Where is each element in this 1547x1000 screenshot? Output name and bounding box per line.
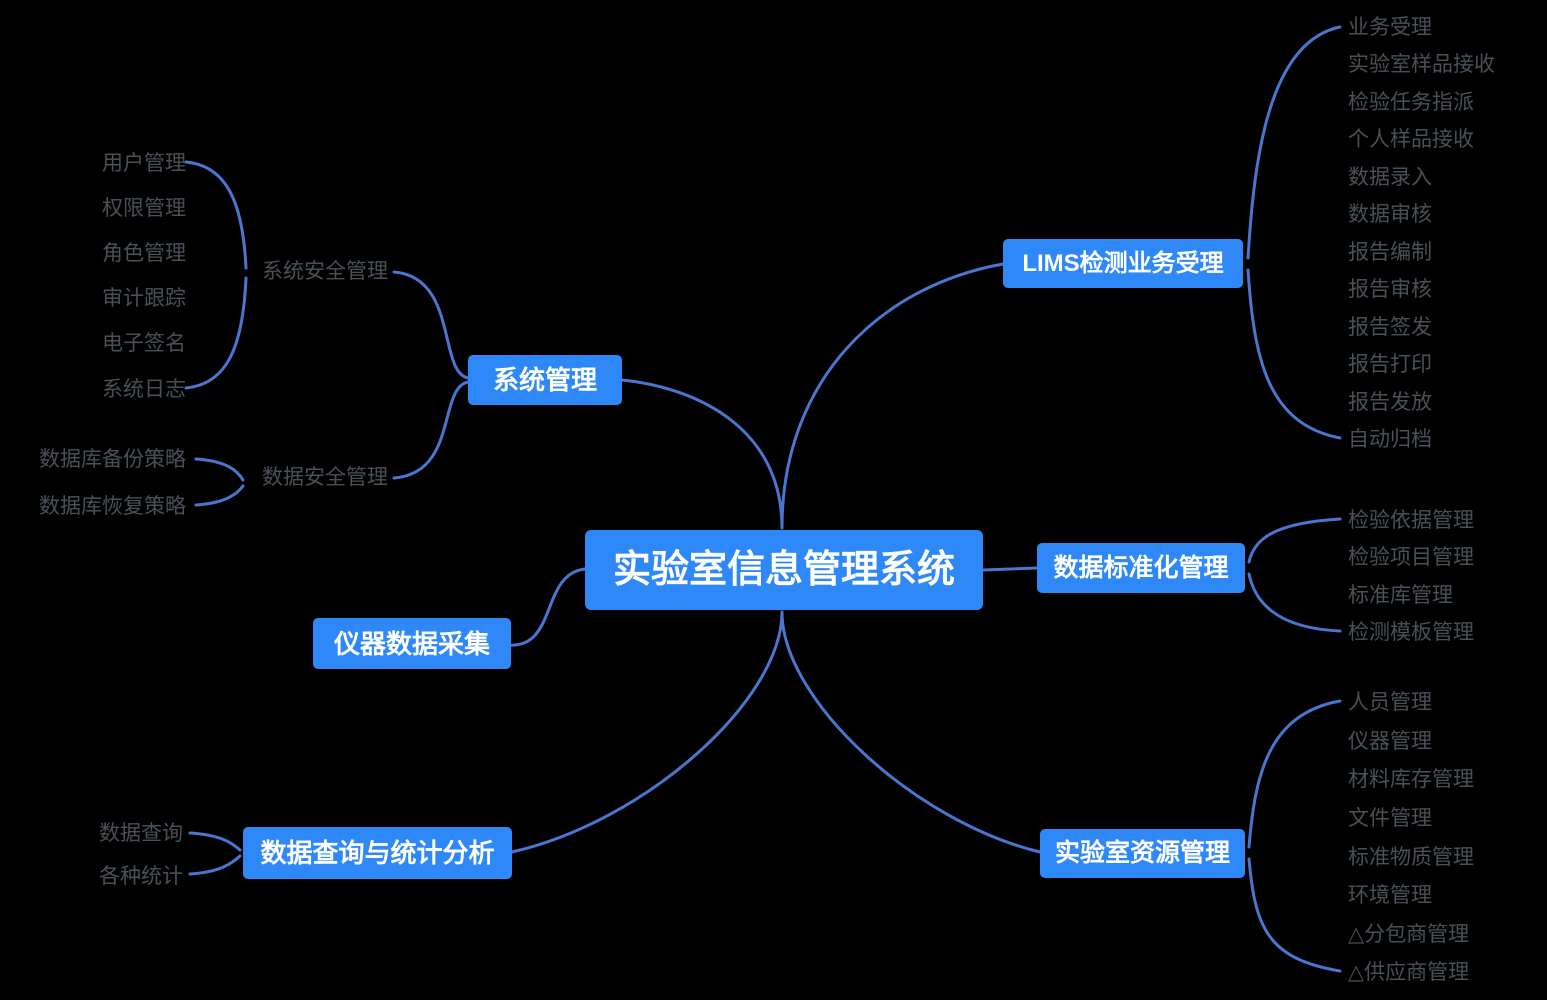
brace-standard-bottom bbox=[1247, 572, 1342, 633]
mindmap-leaf-topic[interactable]: 报告打印 bbox=[1348, 353, 1432, 377]
edge-system-to-center bbox=[620, 378, 784, 530]
mindmap-leaf-topic[interactable]: 审计跟踪 bbox=[102, 287, 186, 311]
leaf-group-lims-business: 业务受理实验室样品接收检验任务指派个人样品接收数据录入数据审核报告编制报告审核报… bbox=[1348, 7, 1543, 457]
edge-center-to-query bbox=[510, 610, 784, 854]
branch-lims-business-acceptance[interactable]: LIMS检测业务受理 bbox=[1003, 239, 1243, 288]
subtopic-system-security[interactable]: 系统安全管理 bbox=[262, 260, 388, 283]
mindmap-leaf-topic[interactable]: 实验室样品接收 bbox=[1348, 53, 1495, 77]
branch-instrument-data-collection[interactable]: 仪器数据采集 bbox=[313, 618, 511, 669]
mindmap-leaf-topic[interactable]: 用户管理 bbox=[102, 151, 186, 175]
mindmap-leaf-topic[interactable]: 检验任务指派 bbox=[1348, 90, 1474, 114]
mindmap-leaf-topic[interactable]: 个人样品接收 bbox=[1348, 128, 1474, 152]
mindmap-leaf-topic[interactable]: 标准物质管理 bbox=[1348, 845, 1474, 869]
brace-resource-bottom bbox=[1247, 857, 1342, 973]
mindmap-leaf-topic[interactable]: 自动归档 bbox=[1348, 428, 1432, 452]
leaf-group-system-security: 用户管理权限管理角色管理审计跟踪电子签名系统日志 bbox=[20, 139, 186, 410]
mindmap-leaf-topic[interactable]: 标准库管理 bbox=[1348, 583, 1453, 607]
edge-datasec-to-system bbox=[392, 380, 470, 480]
subtopic-data-security[interactable]: 数据安全管理 bbox=[262, 466, 388, 489]
mindmap-leaf-topic[interactable]: 文件管理 bbox=[1348, 807, 1432, 831]
mindmap-leaf-topic[interactable]: 各种统计 bbox=[99, 864, 183, 888]
edge-center-to-standard bbox=[981, 566, 1039, 572]
brace-datasec-top bbox=[194, 457, 245, 482]
brace-lims-bottom bbox=[1246, 268, 1342, 440]
edge-syssec-to-system bbox=[392, 270, 470, 380]
mindmap-leaf-topic[interactable]: 报告编制 bbox=[1348, 240, 1432, 264]
mindmap-leaf-topic[interactable]: 材料库存管理 bbox=[1348, 768, 1474, 792]
mindmap-leaf-topic[interactable]: 电子签名 bbox=[102, 332, 186, 356]
branch-query-statistics[interactable]: 数据查询与统计分析 bbox=[243, 827, 512, 879]
leaf-group-data-security: 数据库备份策略数据库恢复策略 bbox=[20, 434, 186, 528]
mindmap-leaf-topic[interactable]: 仪器管理 bbox=[1348, 729, 1432, 753]
branch-lab-resource-management[interactable]: 实验室资源管理 bbox=[1040, 829, 1245, 878]
mindmap-leaf-topic[interactable]: 数据库备份策略 bbox=[39, 447, 186, 471]
mindmap-leaf-topic[interactable]: 环境管理 bbox=[1348, 884, 1432, 908]
leaf-group-data-standardization: 检验依据管理检验项目管理标准库管理检测模板管理 bbox=[1348, 500, 1543, 650]
brace-lims-top bbox=[1246, 25, 1342, 260]
mindmap-leaf-topic[interactable]: 检测模板管理 bbox=[1348, 621, 1474, 645]
mindmap-leaf-topic[interactable]: 人员管理 bbox=[1348, 691, 1432, 715]
mindmap-leaf-topic[interactable]: 业务受理 bbox=[1348, 15, 1432, 39]
edge-instrument-to-center bbox=[505, 567, 587, 647]
mindmap-leaf-topic[interactable]: 数据审核 bbox=[1348, 203, 1432, 227]
brace-syssec-bottom bbox=[184, 276, 248, 390]
mindmap-leaf-topic[interactable]: 权限管理 bbox=[102, 196, 186, 220]
brace-datasec-bottom bbox=[194, 484, 245, 507]
mindmap-leaf-topic[interactable]: △供应商管理 bbox=[1348, 961, 1470, 985]
mindmap-leaf-topic[interactable]: 检验依据管理 bbox=[1348, 508, 1474, 532]
brace-query-bottom bbox=[188, 854, 242, 876]
mindmap-leaf-topic[interactable]: △分包商管理 bbox=[1348, 922, 1470, 946]
brace-query-top bbox=[188, 831, 242, 852]
mindmap-leaf-topic[interactable]: 报告发放 bbox=[1348, 390, 1432, 414]
edge-lims-to-center bbox=[780, 262, 1005, 530]
central-topic[interactable]: 实验室信息管理系统 bbox=[585, 530, 983, 610]
mindmap-leaf-topic[interactable]: 检验项目管理 bbox=[1348, 546, 1474, 570]
mindmap-leaf-topic[interactable]: 数据查询 bbox=[99, 821, 183, 845]
mindmap-leaf-topic[interactable]: 报告审核 bbox=[1348, 278, 1432, 302]
mindmap-leaf-topic[interactable]: 数据库恢复策略 bbox=[39, 494, 186, 518]
brace-standard-top bbox=[1247, 517, 1342, 564]
mindmap-leaf-topic[interactable]: 角色管理 bbox=[102, 241, 186, 265]
edge-center-to-resource bbox=[780, 610, 1042, 854]
branch-system-management[interactable]: 系统管理 bbox=[468, 355, 622, 405]
mindmap-leaf-topic[interactable]: 系统日志 bbox=[102, 377, 186, 401]
leaf-group-lab-resources: 人员管理仪器管理材料库存管理文件管理标准物质管理环境管理 △分包商管理 △供应商管理 bbox=[1348, 682, 1543, 991]
brace-resource-top bbox=[1247, 699, 1342, 849]
leaf-group-query-statistics: 数据查询各种统计 bbox=[23, 810, 183, 896]
brace-syssec-top bbox=[184, 160, 248, 270]
mindmap-leaf-topic[interactable]: 报告签发 bbox=[1348, 315, 1432, 339]
mindmap-leaf-topic[interactable]: 数据录入 bbox=[1348, 165, 1432, 189]
branch-data-standardization[interactable]: 数据标准化管理 bbox=[1037, 543, 1245, 593]
